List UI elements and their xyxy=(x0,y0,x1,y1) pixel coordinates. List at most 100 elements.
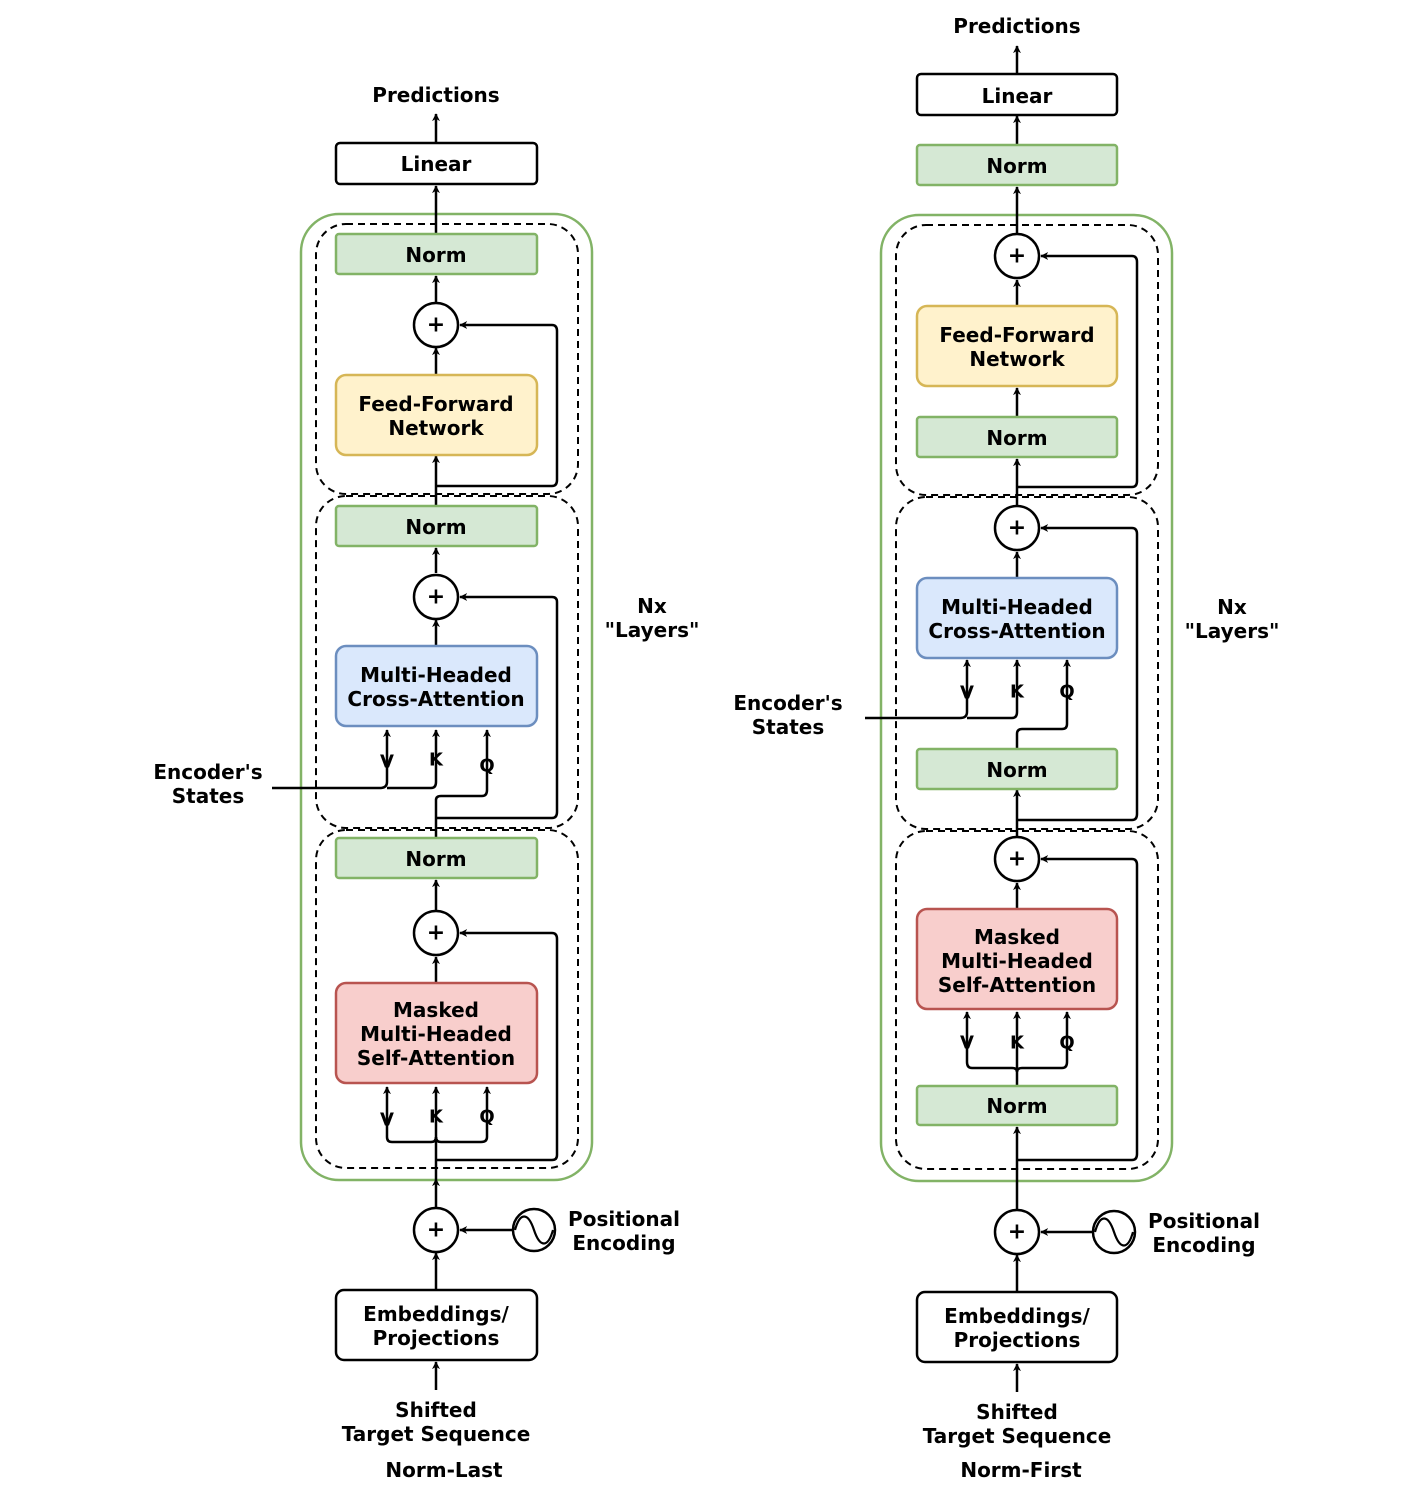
q-label: Q xyxy=(479,1107,494,1128)
encoder-states-label-line2: States xyxy=(172,784,245,808)
self-attention-block: Masked Multi-Headed Self-Attention xyxy=(915,907,1119,1011)
ffn-label-line2: Network xyxy=(969,347,1065,371)
plus-symbol: + xyxy=(1008,244,1026,269)
plus-symbol: + xyxy=(1008,1220,1026,1245)
input-label-line1: Shifted xyxy=(395,1398,477,1422)
predictions-label: Predictions xyxy=(953,14,1080,38)
encoder-states-label-line2: States xyxy=(752,715,825,739)
ffn-label-line1: Feed-Forward xyxy=(939,323,1094,347)
norm-last-diagram: Linear Norm Feed-Forward Network Norm Mu… xyxy=(153,83,699,1482)
norm-label: Norm xyxy=(986,154,1047,178)
self-attention-label-line1: Masked xyxy=(393,998,479,1022)
connections xyxy=(272,113,559,1390)
norm-label: Norm xyxy=(986,426,1047,450)
self-attention-sublayer-box xyxy=(315,829,579,1169)
norm-label: Norm xyxy=(986,758,1047,782)
ffn-sublayer-box xyxy=(315,223,579,495)
layers-label: "Layers" xyxy=(605,618,700,642)
residual-add-ffn xyxy=(412,301,460,349)
layers-label: "Layers" xyxy=(1185,619,1280,643)
feed-forward-block: Feed-Forward Network xyxy=(915,304,1119,388)
feed-forward-block: Feed-Forward Network xyxy=(334,373,539,457)
self-attention-label-line1: Masked xyxy=(974,925,1060,949)
positional-add xyxy=(993,1208,1041,1256)
encoder-states-label-line1: Encoder's xyxy=(153,760,262,784)
positional-add xyxy=(412,1206,460,1254)
self-attention-block: Masked Multi-Headed Self-Attention xyxy=(334,981,539,1085)
cross-attention-label-line1: Multi-Headed xyxy=(360,663,512,687)
ffn-label-line1: Feed-Forward xyxy=(358,392,513,416)
diagram-caption: Norm-First xyxy=(960,1458,1082,1482)
nx-label: Nx xyxy=(637,594,667,618)
norm-block-final: Norm xyxy=(915,143,1119,187)
positional-encoding-label-line2: Encoding xyxy=(572,1231,675,1255)
plus-symbol: + xyxy=(427,313,445,338)
layer-container xyxy=(299,212,594,1182)
k-label: K xyxy=(1010,1033,1025,1054)
cross-attention-label-line1: Multi-Headed xyxy=(941,595,1093,619)
norm-block-after-cross: Norm xyxy=(334,504,539,548)
cross-attention-block: Multi-Headed Cross-Attention xyxy=(915,576,1119,660)
residual-add-cross xyxy=(993,504,1041,552)
embeddings-block: Embeddings/ Projections xyxy=(915,1290,1119,1364)
norm-first-diagram: Linear Norm Feed-Forward Network Norm Mu… xyxy=(733,14,1279,1482)
embeddings-label-line1: Embeddings/ xyxy=(944,1304,1090,1328)
input-label-line1: Shifted xyxy=(976,1400,1058,1424)
embeddings-label-line2: Projections xyxy=(373,1326,500,1350)
diagram-caption: Norm-Last xyxy=(385,1458,503,1482)
q-label: Q xyxy=(479,756,494,777)
linear-block: Linear xyxy=(915,72,1119,117)
norm-block-before-self: Norm xyxy=(915,1084,1119,1127)
v-label: V xyxy=(960,683,974,704)
q-label: Q xyxy=(1059,1033,1074,1054)
norm-label: Norm xyxy=(405,243,466,267)
self-attention-label-line3: Self-Attention xyxy=(938,973,1096,997)
norm-label: Norm xyxy=(405,515,466,539)
positional-encoding-label-line1: Positional xyxy=(568,1207,680,1231)
plus-symbol: + xyxy=(427,1218,445,1243)
connections xyxy=(865,45,1139,1392)
plus-symbol: + xyxy=(427,921,445,946)
linear-block: Linear xyxy=(334,141,539,186)
linear-label: Linear xyxy=(401,152,472,176)
self-attention-label-line3: Self-Attention xyxy=(357,1046,515,1070)
v-label: V xyxy=(380,1110,394,1131)
positional-encoding-label-line1: Positional xyxy=(1148,1209,1260,1233)
input-label-line2: Target Sequence xyxy=(342,1422,531,1446)
residual-add-ffn xyxy=(993,232,1041,280)
norm-block-top: Norm xyxy=(334,232,539,276)
v-label: V xyxy=(960,1033,974,1054)
encoder-states-label-line1: Encoder's xyxy=(733,691,842,715)
positional-encoding-label-line2: Encoding xyxy=(1152,1233,1255,1257)
residual-add-self xyxy=(993,835,1041,883)
plus-symbol: + xyxy=(427,585,445,610)
k-label: K xyxy=(429,1107,444,1128)
cross-attention-label-line2: Cross-Attention xyxy=(347,687,524,711)
sine-wave-icon xyxy=(1091,1209,1137,1255)
sine-wave-icon xyxy=(511,1207,557,1253)
k-label: K xyxy=(429,750,444,771)
predictions-label: Predictions xyxy=(372,83,499,107)
ffn-label-line2: Network xyxy=(388,416,484,440)
cross-attention-block: Multi-Headed Cross-Attention xyxy=(334,644,539,728)
residual-add-self xyxy=(412,909,460,957)
embeddings-label-line2: Projections xyxy=(954,1328,1081,1352)
nx-label: Nx xyxy=(1217,595,1247,619)
input-label-line2: Target Sequence xyxy=(923,1424,1112,1448)
norm-block-after-self: Norm xyxy=(334,836,539,880)
plus-symbol: + xyxy=(1008,847,1026,872)
self-attention-label-line2: Multi-Headed xyxy=(360,1022,512,1046)
ffn-sublayer-box xyxy=(895,224,1159,496)
norm-block-before-cross: Norm xyxy=(915,747,1119,791)
linear-label: Linear xyxy=(982,84,1053,108)
self-attention-sublayer-box xyxy=(895,830,1159,1170)
plus-symbol: + xyxy=(1008,516,1026,541)
norm-label: Norm xyxy=(405,847,466,871)
q-label: Q xyxy=(1059,682,1074,703)
layer-container xyxy=(879,213,1174,1183)
cross-attention-sublayer-box xyxy=(895,496,1159,830)
self-attention-label-line2: Multi-Headed xyxy=(941,949,1093,973)
residual-add-cross xyxy=(412,573,460,621)
